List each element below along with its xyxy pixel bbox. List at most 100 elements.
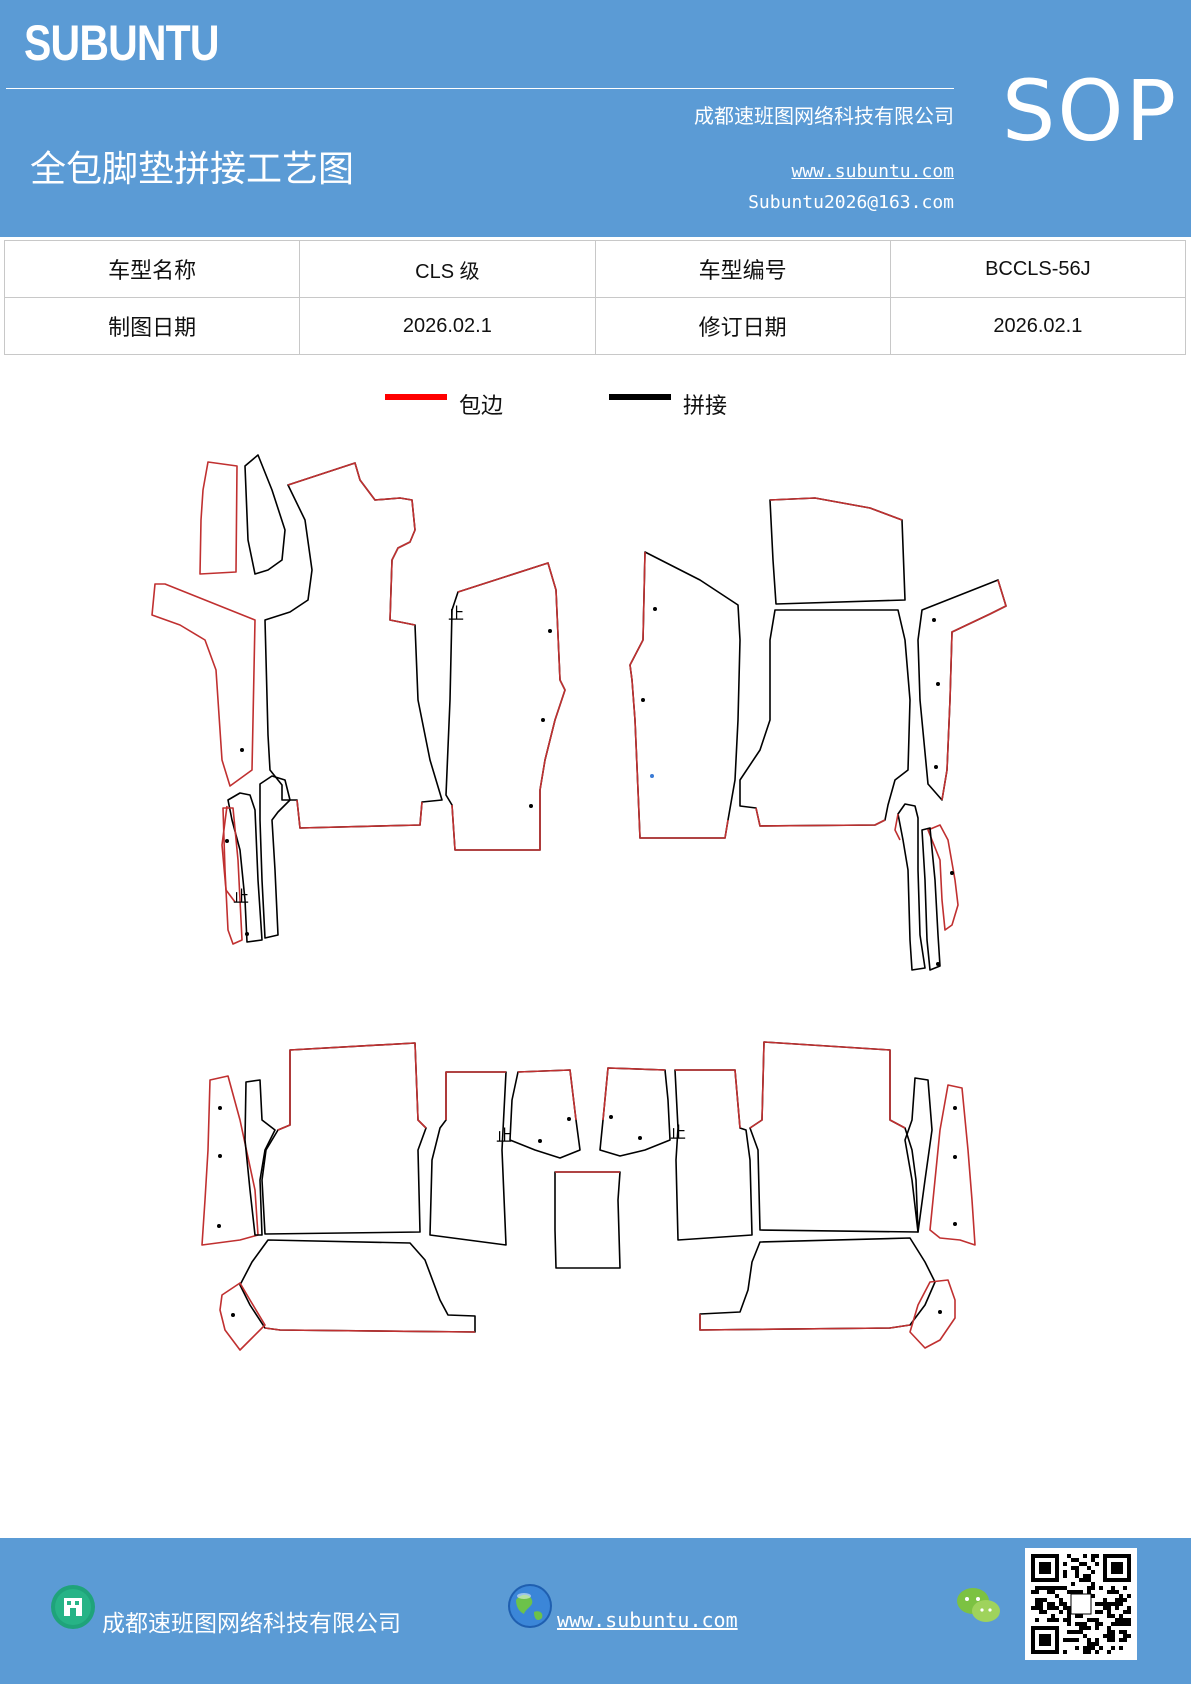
stop-mark: 止 <box>233 887 249 906</box>
piece-rr-main <box>749 1041 919 1233</box>
stop-mark: 止 <box>670 1123 686 1142</box>
piece-rl-cushion <box>239 1239 476 1333</box>
company-name: 成都速班图网络科技有限公司 <box>694 104 954 128</box>
piece-rl-center-b <box>509 1069 581 1159</box>
piece-fl-strip-a <box>199 461 238 575</box>
marker-dot <box>609 1115 613 1119</box>
front-right-group <box>629 497 1007 971</box>
model-code-value: BCCLS-56J <box>889 240 1187 298</box>
piece-rl-cushion-bottom <box>264 1327 476 1333</box>
model-name-label: 车型名称 <box>3 240 301 298</box>
piece-rr-center-a <box>674 1069 753 1241</box>
piece-fl-right-edge <box>451 562 566 851</box>
marker-dot <box>225 839 229 843</box>
piece-fr-main <box>739 609 911 827</box>
legend-edge-label: 包边 <box>459 394 504 419</box>
marker-dot <box>231 1313 235 1317</box>
piece-rr-cushion-bottom <box>699 1314 911 1331</box>
draw-date-value: 2026.02.1 <box>299 297 596 355</box>
piece-fr-top-edge <box>769 497 903 521</box>
piece-rl-center-a-edge <box>445 1071 506 1120</box>
marker-dot <box>541 718 545 722</box>
piece-rl-corner <box>219 1282 266 1351</box>
marker-dot <box>953 1155 957 1159</box>
marker-dot <box>936 682 940 686</box>
marker-dot <box>950 871 954 875</box>
model-code-label: 车型编号 <box>594 240 891 298</box>
marker-dot <box>245 932 249 936</box>
header-divider <box>6 88 954 89</box>
page-title: 全包脚垫拼接工艺图 <box>30 149 355 190</box>
piece-rr-side <box>929 1084 976 1246</box>
pattern-drawing: 止 止 止 止 <box>151 454 1007 1351</box>
qr-code[interactable] <box>1025 1548 1137 1660</box>
model-name-value: CLS 级 <box>299 240 596 298</box>
rear-right-group <box>599 1041 976 1349</box>
piece-fr-main-bottom <box>755 807 886 827</box>
rear-left-group <box>201 1042 581 1351</box>
marker-dot <box>217 1224 221 1228</box>
email-address[interactable]: Subuntu2026@163.com <box>748 192 954 213</box>
marker-dots <box>217 607 957 1317</box>
piece-fl-main-bottom <box>296 799 423 829</box>
revise-date-value: 2026.02.1 <box>889 297 1187 355</box>
footer-company-name: 成都速班图网络科技有限公司 <box>102 1611 401 1637</box>
marker-dot <box>538 1139 542 1143</box>
piece-fr-left-edge <box>629 551 729 839</box>
marker-dot <box>936 962 940 966</box>
page-header: SUBUNTU 成都速班图网络科技有限公司 全包脚垫拼接工艺图 www.subu… <box>0 0 1191 237</box>
piece-fr-edge-outer-red <box>941 579 1007 801</box>
footer-website-link[interactable]: www.subuntu.com <box>557 1608 738 1632</box>
marker-dot <box>641 698 645 702</box>
info-table: 车型名称 CLS 级 车型编号 BCCLS-56J 制图日期 2026.02.1… <box>3 240 1187 355</box>
marker-dot <box>529 804 533 808</box>
piece-fr-lower-a <box>897 803 926 971</box>
piece-rr-main-top <box>749 1041 906 1129</box>
marker-dot <box>567 1117 571 1121</box>
table-row: 车型名称 CLS 级 车型编号 BCCLS-56J <box>3 240 1187 298</box>
piece-rr-inner <box>904 1077 933 1233</box>
marker-dot <box>932 618 936 622</box>
marker-dot <box>218 1154 222 1158</box>
legend-edge-swatch <box>385 394 447 400</box>
piece-rl-center-a <box>429 1071 507 1246</box>
marker-dot <box>240 748 244 752</box>
piece-rr-center-a-edge <box>675 1069 741 1129</box>
marker-dot <box>638 1136 642 1140</box>
piece-fl-lower-edge <box>221 805 236 903</box>
piece-fl-strip-b <box>244 454 286 575</box>
piece-rr-center-b-edge <box>602 1067 666 1121</box>
stop-mark: 止 <box>448 604 464 623</box>
piece-fr-lower-edge <box>894 813 901 841</box>
globe-icon <box>508 1584 552 1628</box>
piece-fl-lower-c <box>259 775 291 939</box>
brand-logo: SUBUNTU <box>24 15 220 71</box>
piece-rl-inner <box>244 1079 276 1236</box>
piece-center-tunnel <box>554 1171 621 1269</box>
marker-dot <box>953 1222 957 1226</box>
piece-rr-cushion <box>699 1237 936 1331</box>
front-left-group <box>151 454 566 945</box>
piece-fr-left <box>629 551 741 839</box>
piece-rr-corner <box>909 1279 956 1349</box>
sop-badge: SOP <box>1002 62 1179 160</box>
marker-dot <box>953 1106 957 1110</box>
piece-fr-lower-b <box>927 824 959 931</box>
marker-dot <box>938 1310 942 1314</box>
piece-fl-lower-b <box>222 807 243 945</box>
website-link[interactable]: www.subuntu.com <box>791 161 954 182</box>
marker-dot <box>934 765 938 769</box>
marker-dot <box>218 1106 222 1110</box>
piece-fl-main <box>264 462 443 829</box>
piece-rr-center-b <box>599 1067 671 1157</box>
piece-rl-side <box>201 1075 259 1246</box>
piece-rl-main-top <box>277 1042 427 1131</box>
marker-dot <box>548 629 552 633</box>
marker-dot <box>653 607 657 611</box>
piece-rl-center-b-edge <box>517 1069 577 1121</box>
piece-fr-lower-c <box>921 827 941 971</box>
page-footer: 成都速班图网络科技有限公司 www.subuntu.com <box>0 1538 1191 1684</box>
stop-marks: 止 止 止 止 <box>233 604 686 1145</box>
piece-fl-lower-a <box>227 792 263 943</box>
legend-join-swatch <box>609 394 671 400</box>
